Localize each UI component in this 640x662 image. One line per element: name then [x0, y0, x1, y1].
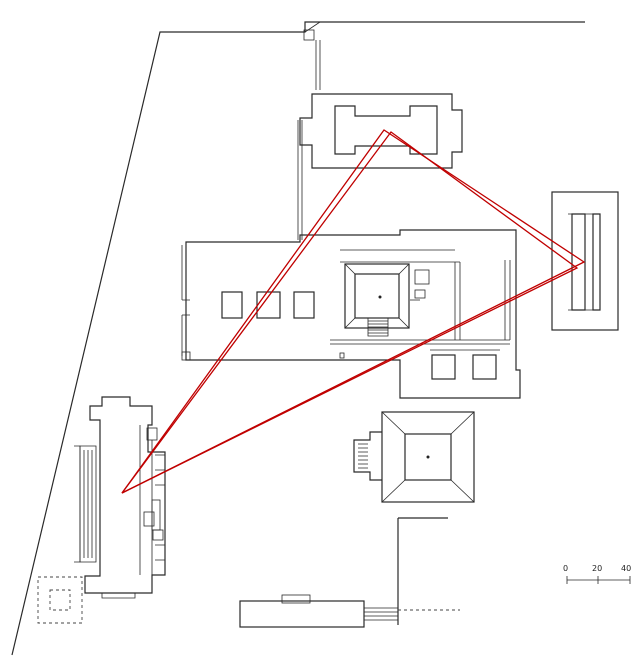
scale-label-0: 0: [563, 564, 568, 573]
dashed-outbuilding: [37, 576, 83, 624]
boundary-wall: [11, 21, 585, 656]
scale-bar: 0 20 40: [563, 564, 631, 584]
north-hall: [297, 40, 463, 240]
sightline-triangle-b: [121, 131, 579, 494]
sightline-triangles: [121, 129, 586, 494]
southeast-rooms: [430, 349, 500, 380]
central-enclosure: [181, 229, 521, 399]
east-hall: [551, 191, 619, 331]
three-rooms: [221, 291, 315, 319]
sightline-triangle-a: [121, 129, 586, 494]
south-building: [239, 517, 460, 628]
central-pavilion: [344, 263, 430, 337]
scale-label-20: 20: [592, 564, 602, 573]
scale-label-40: 40: [621, 564, 631, 573]
west-hall: [74, 396, 166, 599]
pyramid-temple: [353, 411, 475, 503]
